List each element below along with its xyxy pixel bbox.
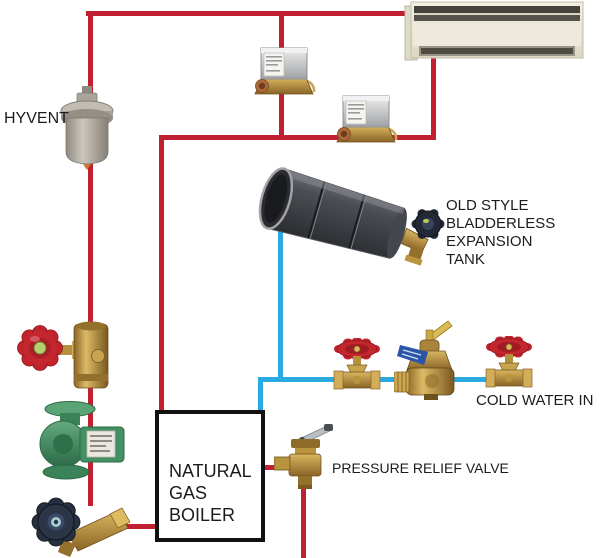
shutoff-valve-icon bbox=[17, 321, 109, 389]
hyvent-label: HYVENT bbox=[4, 110, 69, 127]
expansion-tank-label-line4: TANK bbox=[446, 251, 485, 268]
tank-valve-body bbox=[401, 227, 429, 266]
cold-water-in-label: COLD WATER IN bbox=[476, 392, 594, 409]
feed-valve-icon bbox=[394, 320, 455, 400]
tank-valve-handwheel bbox=[411, 209, 445, 239]
air-vent-icon bbox=[60, 86, 114, 170]
cold-water-shutoff-valve-1 bbox=[332, 338, 382, 396]
expansion-tank-icon bbox=[258, 167, 445, 266]
pipe-hot-drain-connector bbox=[110, 524, 159, 529]
hyvent-air-vent bbox=[60, 86, 114, 170]
pressure-relief-valve-label: PRESSURE RELIEF VALVE bbox=[332, 460, 509, 476]
pipe-cold-tank-drop bbox=[278, 220, 283, 380]
pipe-hot-riser-left bbox=[88, 11, 93, 506]
pipe-cold-boiler-drop bbox=[258, 377, 263, 412]
old-style-bladderless-expansion-tank bbox=[250, 156, 446, 268]
cold-water-shutoff-valve-2 bbox=[484, 336, 534, 394]
relief-valve-icon bbox=[274, 424, 333, 489]
drain-valve-icon bbox=[31, 497, 131, 557]
pipe-hot-return-horizontal bbox=[159, 135, 436, 140]
pipe-hot-supply-top bbox=[86, 11, 415, 16]
stop-valve-icon bbox=[333, 338, 381, 390]
zone-valve-icon bbox=[336, 95, 398, 143]
baseboard-heater-icon bbox=[404, 1, 584, 61]
expansion-tank-label: OLD STYLE BLADDERLESS EXPANSION TANK bbox=[446, 197, 555, 269]
natural-gas-boiler: NATURAL GAS BOILER bbox=[155, 410, 265, 542]
pipe-hot-prv-drop bbox=[301, 480, 306, 558]
pressure-relief-valve bbox=[274, 424, 338, 490]
zone-valve-1 bbox=[254, 44, 316, 104]
expansion-tank-label-line3: EXPANSION bbox=[446, 233, 533, 250]
boiler-label-line2: GAS BOILER bbox=[169, 483, 236, 525]
boiler-drain-valve bbox=[24, 494, 132, 558]
expansion-tank-label-line1: OLD STYLE bbox=[446, 197, 529, 214]
circulator-pump-icon bbox=[39, 401, 125, 480]
circulator-pump bbox=[30, 400, 130, 480]
stop-valve-icon bbox=[485, 336, 533, 388]
expansion-tank-label-line2: BLADDERLESS bbox=[446, 215, 556, 232]
zone-valve-2 bbox=[336, 92, 398, 152]
zone-valve-icon bbox=[254, 47, 316, 95]
pipe-hot-baseboard-drop bbox=[431, 54, 436, 140]
baseboard-heater bbox=[402, 0, 586, 66]
pipe-hot-return-drop bbox=[159, 135, 164, 412]
pressure-reducing-feed-valve bbox=[394, 318, 466, 402]
boiler-label-line1: NATURAL bbox=[169, 461, 252, 481]
supply-shutoff-valve bbox=[16, 318, 112, 394]
